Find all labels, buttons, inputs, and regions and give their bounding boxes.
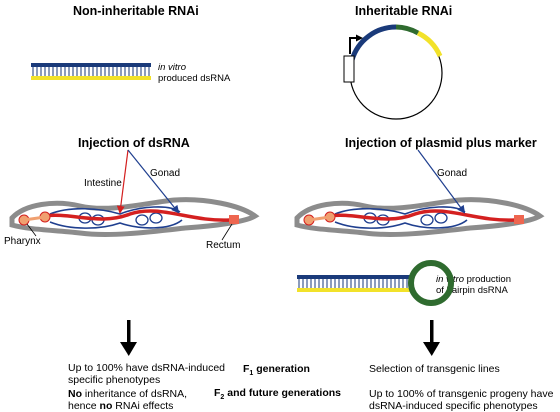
dsrna-caption: in vitro produced dsRNA (158, 62, 230, 84)
f2-generation-label: F2 and future generations (214, 387, 342, 402)
right-title: Inheritable RNAi (355, 4, 453, 18)
left-title: Non-inheritable RNAi (73, 4, 199, 18)
down-arrow-left (120, 320, 137, 356)
gonad-pointer-right (417, 149, 466, 214)
intestine-label: Intestine (84, 178, 122, 189)
dsrna-caption-rest: produced dsRNA (158, 73, 231, 84)
hairpin-caption-line2: of hairpin dsRNA (436, 285, 508, 296)
plasmid (343, 24, 443, 120)
dsrna-caption-italic: in vitro (158, 62, 186, 73)
right-f1-outcome: Selection of transgenic lines (369, 363, 500, 375)
rectum-label: Rectum (206, 240, 241, 251)
hairpin-dsrna (297, 260, 454, 306)
gonad-label-left: Gonad (150, 168, 181, 179)
promoter-arrow (349, 34, 363, 54)
rectum-leader (221, 223, 233, 241)
pharynx-label: Pharynx (4, 236, 41, 247)
left-f2-outcome: No inheritance of dsRNA, hence no RNAi e… (68, 388, 188, 412)
gonad-label-right: Gonad (437, 168, 468, 179)
worm-left (9, 197, 260, 237)
worm-right (294, 197, 545, 237)
down-arrow-right (423, 320, 440, 356)
f1-generation-label: F1 generation (243, 363, 310, 378)
right-injection-heading: Injection of plasmid plus marker (345, 136, 537, 150)
dsrna-duplex (31, 63, 151, 80)
left-f1-outcome: Up to 100% have dsRNA-induced specific p… (68, 362, 226, 386)
pharynx-leader (26, 223, 37, 237)
hairpin-caption-rest1: production (463, 274, 511, 285)
gonad-pointer-left (127, 149, 180, 214)
right-f2-outcome: Up to 100% of transgenic progeny have ds… (369, 388, 554, 412)
left-injection-heading: Injection of dsRNA (78, 136, 190, 150)
intestine-pointer (116, 149, 129, 214)
